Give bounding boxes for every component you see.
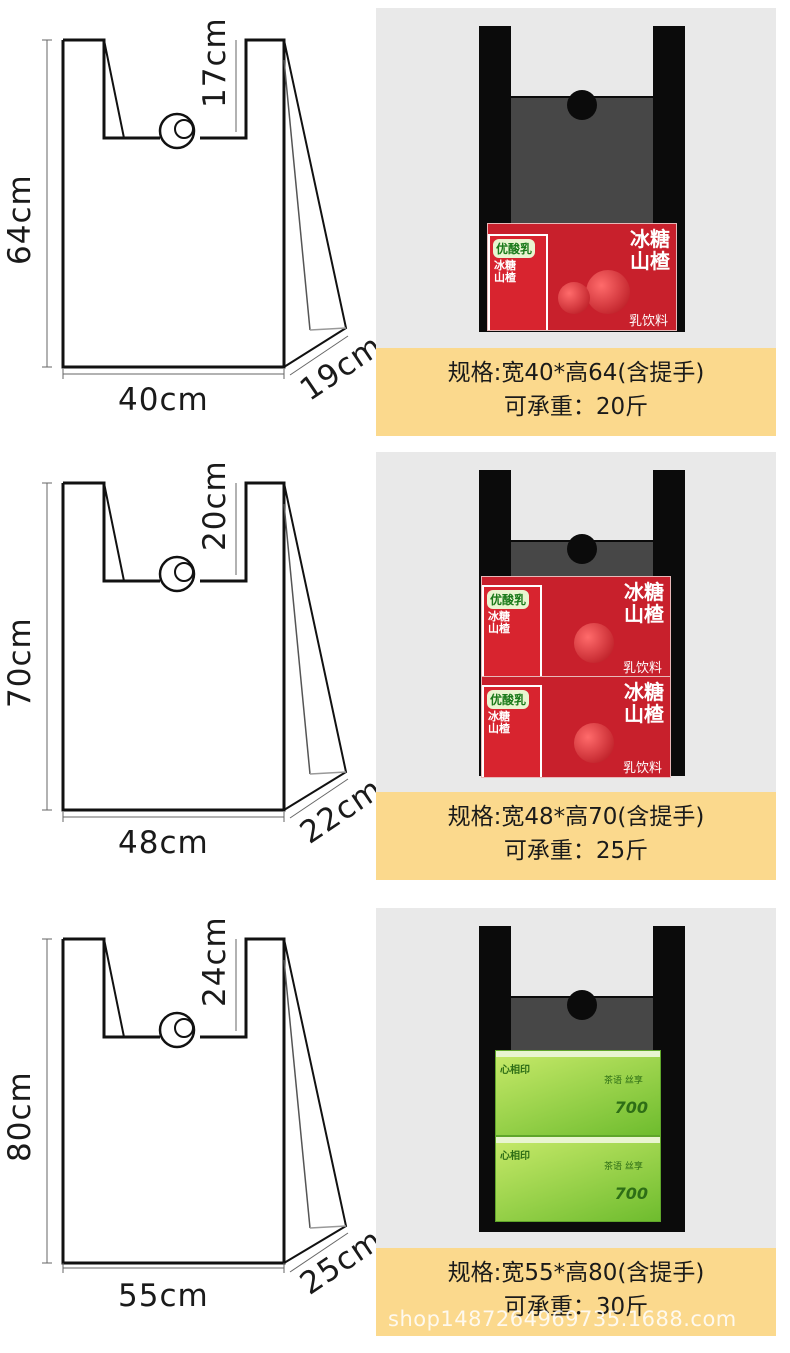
height-dimension-label: 64cm [2,174,38,265]
load-line: 可承重：25斤 [503,838,649,864]
product-title-1: 冰糖 [624,580,664,604]
spec-line: 规格:宽48*高70(含提手) [447,804,705,830]
yogurt-carton-box: 冰糖山楂 乳饮料 优酸乳 冰糖山楂 [481,676,671,778]
product-photo-panel: 心相印 茶语 丝享 700 心相印 茶语 丝享 700 规格:宽55*高80(含… [376,908,776,1336]
yogurt-carton-box: 冰糖山楂 乳饮料 优酸乳 冰糖山楂 [481,576,671,678]
product-title-2: 山楂 [624,602,664,626]
tissue-count: 700 [614,1098,648,1117]
height-dimension-label: 80cm [2,1071,38,1162]
black-vest-bag: 冰糖山楂 乳饮料 优酸乳 冰糖山楂 冰糖山楂 乳饮料 优酸乳 冰糖山楂 [479,470,685,778]
bag-outline-drawing [42,38,349,379]
mini-pack-sub-2: 山楂 [488,722,510,735]
product-title-2: 山楂 [630,249,670,273]
spec-caption: 规格:宽55*高80(含提手) 可承重：30斤 [376,1248,776,1336]
yogurt-mini-pack: 优酸乳 冰糖山楂 [488,234,548,330]
product-subtitle: 乳饮料 [622,661,662,676]
mini-pack-sub-1: 冰糖 [488,710,510,723]
tissue-box: 心相印 茶语 丝享 700 [495,1136,661,1222]
spec-caption: 规格:宽48*高70(含提手) 可承重：25斤 [376,792,776,880]
handle-dimension-label: 17cm [197,17,233,108]
spec-caption: 规格:宽40*高64(含提手) 可承重：20斤 [376,348,776,436]
black-vest-bag: 冰糖山楂 乳饮料 优酸乳 冰糖山楂 [479,26,685,332]
mini-pack-label: 优酸乳 [487,590,530,609]
product-subtitle: 乳饮料 [622,761,662,776]
spec-section-1: 64cm 17cm 40cm 19cm 冰糖山楂 乳饮料 优酸乳 冰糖山楂 规格… [0,0,790,440]
tissue-slogan: 茶语 丝享 [604,1076,643,1086]
tissue-brand: 心相印 [500,1065,530,1076]
mini-pack-label: 优酸乳 [493,239,536,258]
product-title-2: 山楂 [624,702,664,726]
tissue-brand: 心相印 [500,1151,530,1162]
spec-line: 规格:宽55*高80(含提手) [447,1260,705,1286]
bag-outline-drawing [42,481,349,822]
product-title-1: 冰糖 [624,680,664,704]
handle-dimension-label: 20cm [197,460,233,551]
handle-dimension-label: 24cm [197,916,233,1007]
yogurt-mini-pack: 优酸乳 冰糖山楂 [482,585,542,677]
mini-pack-label: 优酸乳 [487,690,530,709]
bag-dimension-diagram: 80cm 24cm 55cm 25cm [0,900,389,1340]
product-title-1: 冰糖 [630,227,670,251]
shop-watermark: shop1487264969735.1688.com [388,1307,737,1331]
bag-outline-drawing [42,937,349,1273]
tissue-slogan: 茶语 丝享 [604,1162,643,1172]
yogurt-carton-box: 冰糖山楂 乳饮料 优酸乳 冰糖山楂 [487,223,677,331]
width-dimension-label: 48cm [118,825,209,861]
mini-pack-sub-2: 山楂 [488,622,510,635]
spec-section-3: 80cm 24cm 55cm 25cm 心相印 茶语 丝享 700 心相印 茶语… [0,900,790,1340]
mini-pack-sub-1: 冰糖 [494,259,516,272]
width-dimension-label: 55cm [118,1278,209,1314]
height-dimension-label: 70cm [2,617,38,708]
load-line: 可承重：30斤 [503,1294,649,1320]
product-photo-panel: 冰糖山楂 乳饮料 优酸乳 冰糖山楂 规格:宽40*高64(含提手) 可承重：20… [376,8,776,436]
tissue-count: 700 [614,1184,648,1203]
yogurt-mini-pack: 优酸乳 冰糖山楂 [482,685,542,777]
product-subtitle: 乳饮料 [628,314,668,329]
bag-dimension-diagram: 64cm 17cm 40cm 19cm [0,0,389,440]
product-photo-panel: 冰糖山楂 乳饮料 优酸乳 冰糖山楂 冰糖山楂 乳饮料 优酸乳 冰糖山楂 规格:宽… [376,452,776,880]
spec-section-2: 70cm 20cm 48cm 22cm 冰糖山楂 乳饮料 优酸乳 冰糖山楂 冰糖… [0,444,790,884]
mini-pack-sub-2: 山楂 [494,271,516,284]
black-vest-bag: 心相印 茶语 丝享 700 心相印 茶语 丝享 700 [479,926,685,1232]
bag-dimension-diagram: 70cm 20cm 48cm 22cm [0,444,389,884]
spec-line: 规格:宽40*高64(含提手) [447,360,705,386]
load-line: 可承重：20斤 [503,394,649,420]
mini-pack-sub-1: 冰糖 [488,610,510,623]
width-dimension-label: 40cm [118,382,209,418]
tissue-box: 心相印 茶语 丝享 700 [495,1050,661,1136]
